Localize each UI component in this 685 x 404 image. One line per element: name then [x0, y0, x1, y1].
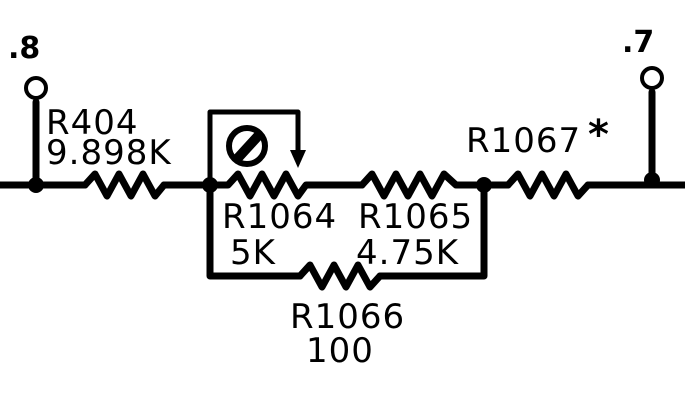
r1067-asterisk-mark: *	[588, 112, 610, 158]
r1064-value-label: 5K	[230, 233, 277, 273]
r1064-resistor	[206, 170, 324, 200]
r1064-ref-label: R1064	[222, 197, 337, 237]
pot-adjust-slot	[233, 132, 262, 163]
pot-frame	[207, 109, 301, 188]
right-terminal-label: .7	[622, 25, 654, 60]
r1066-resistor	[296, 261, 384, 291]
left-terminal-label: .8	[8, 31, 40, 66]
r1067-resistor	[504, 170, 592, 200]
left-junction-dot	[28, 177, 44, 193]
r1066-ref-label: R1066	[290, 297, 405, 337]
pot-wiper-arrow	[290, 150, 306, 168]
r404-value-label: 9.898K	[46, 133, 172, 173]
main-wire-left	[0, 98, 40, 189]
right-junction-dot	[644, 172, 660, 188]
r1066-value-label: 100	[306, 331, 374, 371]
r1066-right-leg	[376, 181, 488, 280]
r404-resistor	[81, 170, 168, 200]
r1065-ref-label: R1065	[358, 197, 473, 237]
r1065-value-label: 4.75K	[356, 233, 460, 273]
r1067-ref-label: R1067	[466, 121, 581, 161]
r404-ref-label: R404	[46, 103, 139, 143]
right-terminal	[640, 66, 664, 90]
left-terminal	[24, 76, 48, 100]
r1065-resistor	[358, 170, 488, 200]
r1066-left-leg	[206, 181, 304, 280]
